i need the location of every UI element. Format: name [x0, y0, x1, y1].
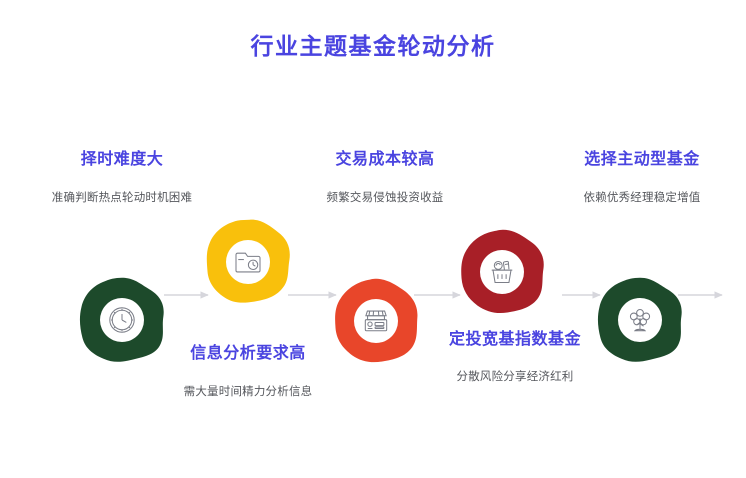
icon-disc-5	[618, 298, 662, 342]
step-label-4: 定投宽基指数基金 分散风险分享经济红利	[400, 328, 630, 385]
step-subtitle-5: 依赖优秀经理稳定增值	[583, 192, 701, 204]
step-label-3: 交易成本较高 频繁交易侵蚀投资收益	[255, 148, 515, 206]
step-heading-5: 选择主动型基金	[584, 151, 700, 168]
step-label-5: 选择主动型基金 依赖优秀经理稳定增值	[512, 148, 746, 206]
clock-icon	[109, 307, 135, 333]
step-node-3[interactable]	[332, 277, 420, 365]
step-node-1[interactable]	[78, 276, 166, 364]
step-node-4[interactable]	[458, 228, 546, 316]
step-heading-2: 信息分析要求高	[190, 345, 306, 362]
market-stall-icon	[364, 310, 388, 332]
step-heading-1: 择时难度大	[80, 151, 164, 168]
step-node-2[interactable]	[204, 218, 292, 306]
step-subtitle-3: 频繁交易侵蚀投资收益	[326, 192, 444, 204]
page-title: 行业主题基金轮动分析	[250, 33, 496, 59]
step-heading-3: 交易成本较高	[335, 151, 435, 168]
step-subtitle-1: 准确判断热点轮动时机困难	[51, 192, 193, 204]
folder-clock-icon	[235, 252, 261, 273]
icon-disc-4	[480, 250, 524, 294]
step-subtitle-4: 分散风险分享经济红利	[456, 371, 574, 383]
step-label-2: 信息分析要求高 需大量时间精力分析信息	[118, 342, 378, 400]
step-node-5[interactable]	[596, 276, 684, 364]
icon-disc-1	[100, 298, 144, 342]
shopping-basket-icon	[491, 260, 513, 284]
step-heading-4: 定投宽基指数基金	[448, 331, 581, 348]
icon-disc-3	[354, 299, 398, 343]
step-label-1: 择时难度大 准确判断热点轮动时机困难	[0, 148, 252, 206]
money-tree-icon	[629, 308, 651, 332]
step-subtitle-2: 需大量时间精力分析信息	[183, 386, 313, 398]
icon-disc-2	[226, 240, 270, 284]
